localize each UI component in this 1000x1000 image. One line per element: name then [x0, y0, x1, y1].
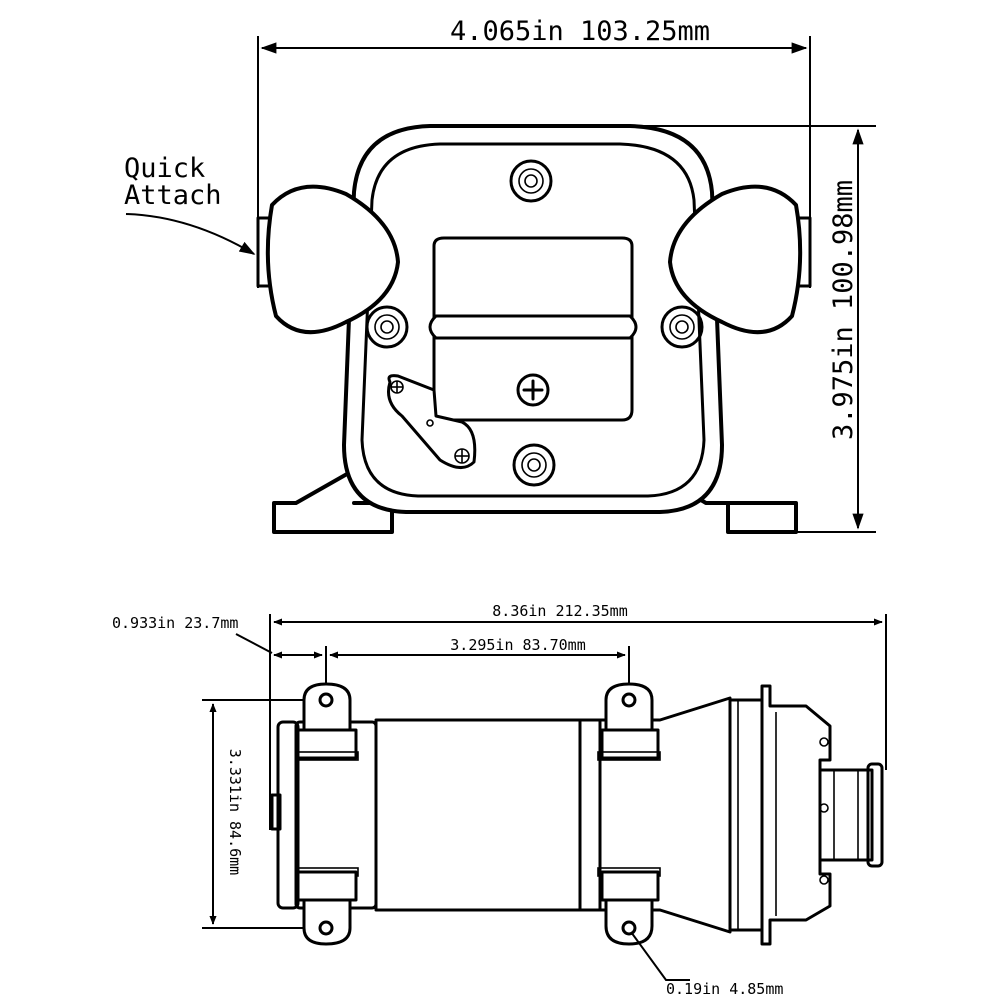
offset-label: 0.933in 23.7mm [112, 614, 238, 632]
pump-head [760, 684, 832, 946]
motor-band [578, 718, 602, 912]
quick-attach-lug-right [668, 184, 803, 335]
motor-body [374, 718, 582, 912]
width-dimension-label: 4.065in 103.25mm [450, 16, 710, 47]
quick-attach-leader [125, 213, 256, 255]
port-fitting [818, 768, 874, 862]
side-height-label: 3.331in 84.6mm [226, 749, 244, 875]
quick-attach-label-line1: Quick [124, 153, 205, 184]
mount-hole-rear-bottom [318, 920, 334, 936]
pressure-switch-bracket [387, 374, 477, 469]
base-foot-right [648, 468, 798, 534]
quick-attach-label-line2: Attach [124, 180, 222, 211]
height-dimension-label: 3.975in 100.98mm [828, 180, 859, 440]
hex-bolt-right [660, 305, 704, 349]
hole-diameter-label: 0.19in 4.85mm [666, 980, 783, 998]
cover-handle-bar [428, 314, 638, 340]
pump-flange [728, 698, 764, 932]
hole-diameter-leader [630, 931, 690, 981]
pump-housing-inner [360, 142, 706, 498]
center-phillips-screw [516, 373, 550, 407]
mount-bracket-rear-top [295, 682, 359, 761]
offset-leader [235, 633, 273, 654]
bracket-hole [426, 419, 434, 427]
mount-bracket-front-bottom [597, 867, 661, 946]
mount-hole-rear-top [318, 692, 334, 708]
hex-bolt-left [365, 305, 409, 349]
side-view: 8.36in 212.35mm 3.295in 83.70mm 0.933in … [112, 602, 887, 998]
port-fitting-ring [866, 762, 884, 868]
motor-end-nub [270, 793, 282, 831]
mount-bracket-rear-bottom [295, 867, 359, 946]
mount-hole-front-bottom [621, 920, 637, 936]
quick-attach-lug-left [265, 184, 400, 335]
pump-head-screw-1 [819, 737, 829, 747]
mount-hole-front-top [621, 692, 637, 708]
hex-bolt-bottom [512, 443, 556, 487]
front-view: 4.065in 103.25mm 3.975in 100.98mm [124, 16, 876, 534]
hole-spacing-label: 3.295in 83.70mm [450, 636, 585, 654]
mount-bracket-front-top [597, 682, 661, 761]
pump-head-screw-2 [819, 803, 829, 813]
motor-end-cap [276, 720, 300, 910]
overall-length-label: 8.36in 212.35mm [492, 602, 627, 620]
pump-head-screw-3 [819, 875, 829, 885]
hex-bolt-top [509, 159, 553, 203]
